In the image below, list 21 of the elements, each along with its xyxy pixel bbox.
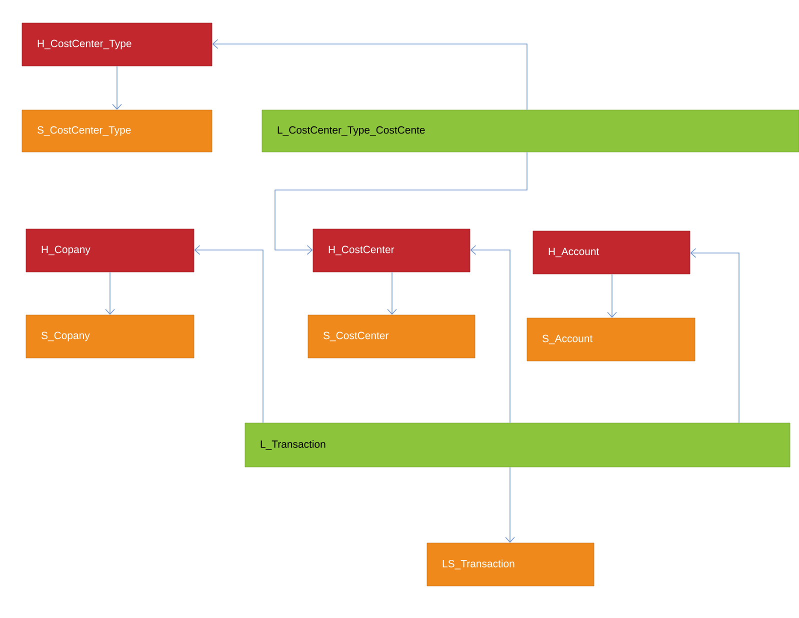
link-box: L_Transaction bbox=[244, 422, 790, 468]
satellite-box: S_Account bbox=[526, 318, 696, 362]
satellite-box: S_CostCenter_Type bbox=[22, 110, 212, 152]
arrow bbox=[105, 272, 115, 315]
hub-box: H_CostCenter bbox=[312, 228, 470, 272]
arrow bbox=[274, 152, 528, 255]
satellite-box: LS_Transaction bbox=[426, 542, 594, 586]
arrow bbox=[387, 272, 397, 315]
hub-box: H_CostCenter_Type bbox=[22, 22, 212, 66]
hub-box: H_Account bbox=[532, 230, 690, 274]
satellite-box: S_Copany bbox=[26, 314, 194, 358]
arrow bbox=[505, 466, 515, 543]
arrow bbox=[470, 245, 510, 424]
arrow bbox=[112, 66, 122, 110]
link-box: L_CostCenter_Type_CostCente bbox=[262, 110, 799, 152]
satellite-box: S_CostCenter bbox=[308, 314, 476, 358]
arrow bbox=[194, 245, 264, 424]
hub-box: H_Copany bbox=[26, 228, 194, 272]
arrow bbox=[607, 274, 617, 318]
arrow bbox=[212, 39, 528, 110]
arrow bbox=[690, 248, 740, 424]
